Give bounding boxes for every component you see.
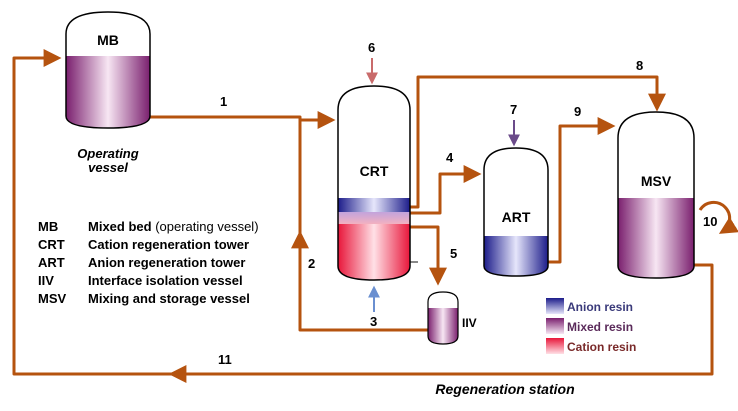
abbr-desc-crt: Cation regeneration tower: [88, 237, 249, 252]
label-art: ART: [502, 209, 531, 225]
legend-label-anion: Anion resin: [567, 300, 633, 314]
stream-number-2: 2: [308, 256, 315, 271]
legend-label-mixed: Mixed resin: [567, 320, 633, 334]
abbr-desc-mb-suffix: (operating vessel): [152, 219, 259, 234]
stream-number-10: 10: [703, 214, 717, 229]
abbr-desc-art: Anion regeneration tower: [88, 255, 245, 270]
pipe-9: [548, 117, 616, 264]
abbr-desc-mb: Mixed bed (operating vessel): [88, 219, 259, 234]
vessel-art: [483, 147, 549, 277]
pipe-4: [410, 165, 482, 215]
label-mb: MB: [97, 32, 119, 48]
resin-legend: Anion resin Mixed resin Cation resin: [546, 298, 636, 354]
stream-number-5: 5: [450, 246, 457, 261]
pipe-11-return: [12, 49, 172, 376]
vessel-mb: [65, 11, 151, 129]
label-msv: MSV: [641, 173, 672, 189]
abbr-mb: MB: [38, 219, 58, 234]
abbr-art: ART: [38, 255, 65, 270]
rotation-arc-10: [698, 200, 738, 234]
regeneration-station-label: Regeneration station: [435, 381, 574, 397]
pipe-8: [410, 75, 666, 209]
stream-number-9: 9: [574, 104, 581, 119]
abbr-iiv: IIV: [38, 273, 54, 288]
stream-number-3: 3: [370, 314, 377, 329]
label-iiv: IIV: [462, 316, 477, 330]
vessel-msv: [617, 111, 695, 279]
abbr-crt: CRT: [38, 237, 65, 252]
vessel-iiv: [427, 291, 459, 345]
pipe-11: [172, 263, 714, 376]
stream-number-7: 7: [510, 102, 517, 117]
stream-number-8: 8: [636, 58, 643, 73]
vessel-crt: [337, 85, 411, 281]
legend-swatch-cation: [546, 338, 564, 354]
abbr-desc-mb-bold: Mixed bed: [88, 219, 152, 234]
label-crt: CRT: [360, 163, 389, 179]
pipes: [12, 49, 738, 383]
operating-vessel-caption-2: vessel: [88, 160, 128, 175]
stream-number-1: 1: [220, 94, 227, 109]
abbr-msv: MSV: [38, 291, 67, 306]
operating-vessel-caption-1: Operating: [77, 146, 138, 161]
legend-swatch-mixed: [546, 318, 564, 334]
legend-label-cation: Cation resin: [567, 340, 636, 354]
pipe-2: [298, 120, 432, 332]
abbreviation-table: MB Mixed bed (operating vessel) CRT Cati…: [38, 219, 259, 306]
abbr-desc-iiv: Interface isolation vessel: [88, 273, 243, 288]
pipe-5: [410, 225, 447, 286]
stream-number-6: 6: [368, 40, 375, 55]
stream-numbers: 1 2 3 4 5 6 7 8 9 10 11: [218, 40, 717, 367]
stream-number-11: 11: [218, 352, 232, 367]
pipe-1: [150, 111, 336, 129]
stream-number-4: 4: [446, 150, 454, 165]
legend-swatch-anion: [546, 298, 564, 314]
abbr-desc-msv: Mixing and storage vessel: [88, 291, 250, 306]
